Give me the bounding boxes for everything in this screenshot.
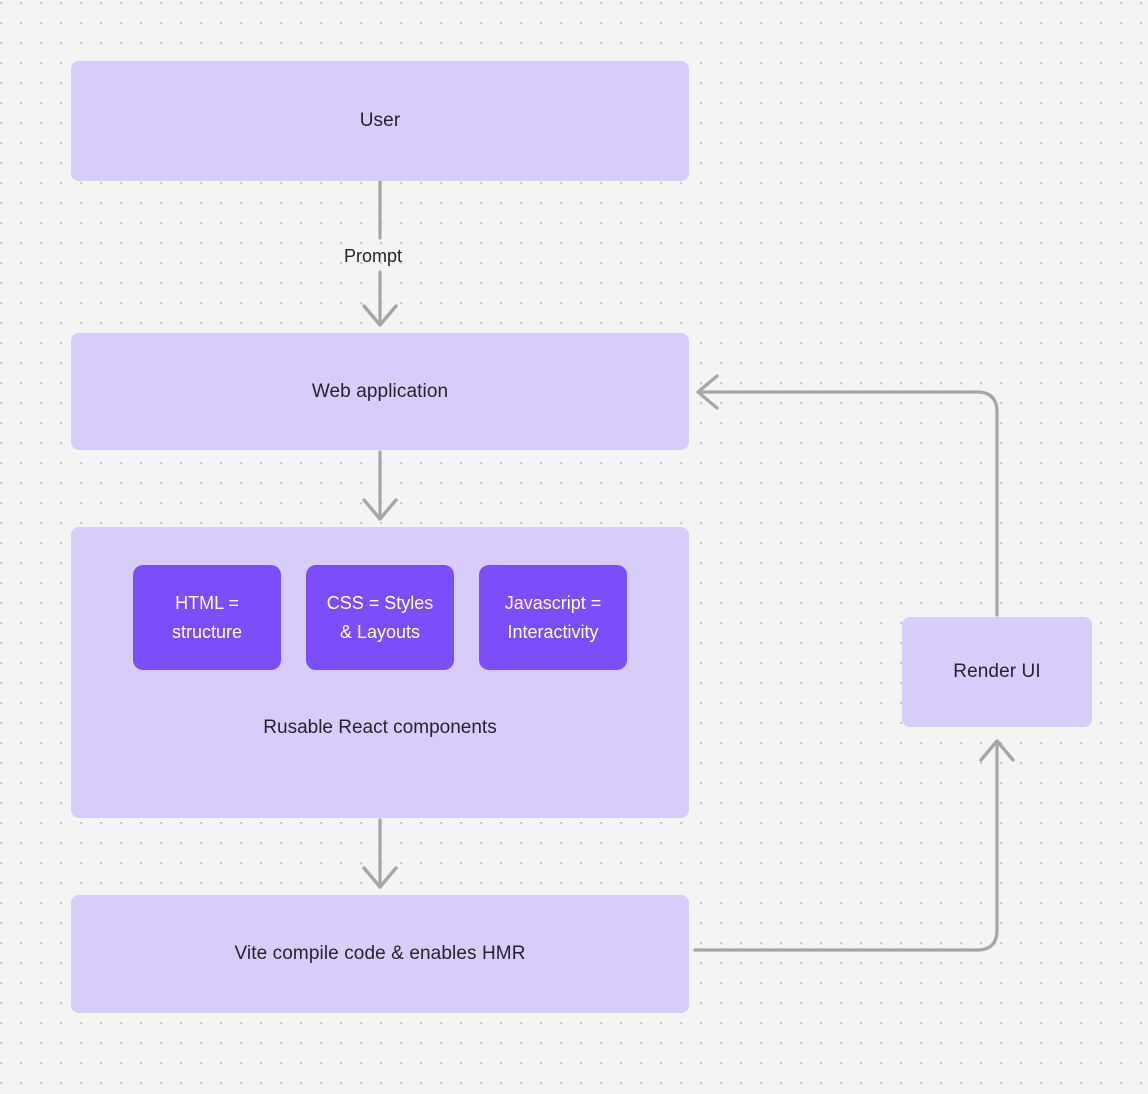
node-render-ui[interactable]: Render UI <box>902 617 1092 727</box>
chip-css-line1: CSS = Styles <box>326 592 434 613</box>
node-web-application[interactable]: Web application <box>71 333 689 450</box>
chip-javascript-line2: Interactivity <box>507 621 599 642</box>
chip-css-line2: & Layouts <box>339 621 421 642</box>
chip-css[interactable]: CSS = Styles & Layouts <box>306 565 454 670</box>
chip-row: HTML = structure CSS = Styles & Layouts Ja… <box>71 565 689 670</box>
chip-css-label: CSS = Styles & Layouts <box>327 589 434 647</box>
node-web-application-label: Web application <box>311 380 449 402</box>
arrowhead-into-render <box>979 739 1015 762</box>
node-render-ui-label: Render UI <box>953 661 1041 683</box>
node-vite-label: Vite compile code & enables HMR <box>234 943 526 965</box>
chip-html[interactable]: HTML = structure <box>133 565 281 670</box>
edge-render-to-webapp-line <box>697 390 999 617</box>
edge-label-prompt: Prompt <box>344 246 403 266</box>
node-user[interactable]: User <box>71 61 689 181</box>
chip-html-line1: HTML = <box>175 592 239 613</box>
node-user-label: User <box>359 110 401 132</box>
chip-html-label: HTML = structure <box>172 589 242 647</box>
chip-html-line2: structure <box>171 621 243 642</box>
edge-webapp-to-components <box>362 450 398 521</box>
arrowhead-into-vite <box>362 866 398 889</box>
node-react-components[interactable]: HTML = structure CSS = Styles & Layouts Ja… <box>71 527 689 818</box>
edge-render-to-webapp <box>696 374 999 617</box>
chip-javascript-label: Javascript = Interactivity <box>505 589 602 647</box>
chip-javascript-line1: Javascript = <box>504 592 602 613</box>
node-react-components-caption: Rusable React components <box>263 717 497 738</box>
edge-vite-to-render <box>693 739 1015 952</box>
chip-javascript[interactable]: Javascript = Interactivity <box>479 565 627 670</box>
edge-vite-to-render-line <box>693 740 999 952</box>
arrowhead-into-webapp <box>362 304 398 327</box>
arrowhead-into-webapp-feedback <box>696 374 719 410</box>
arrowhead-into-components <box>362 498 398 521</box>
edge-components-to-vite <box>362 818 398 889</box>
node-vite[interactable]: Vite compile code & enables HMR <box>71 895 689 1013</box>
